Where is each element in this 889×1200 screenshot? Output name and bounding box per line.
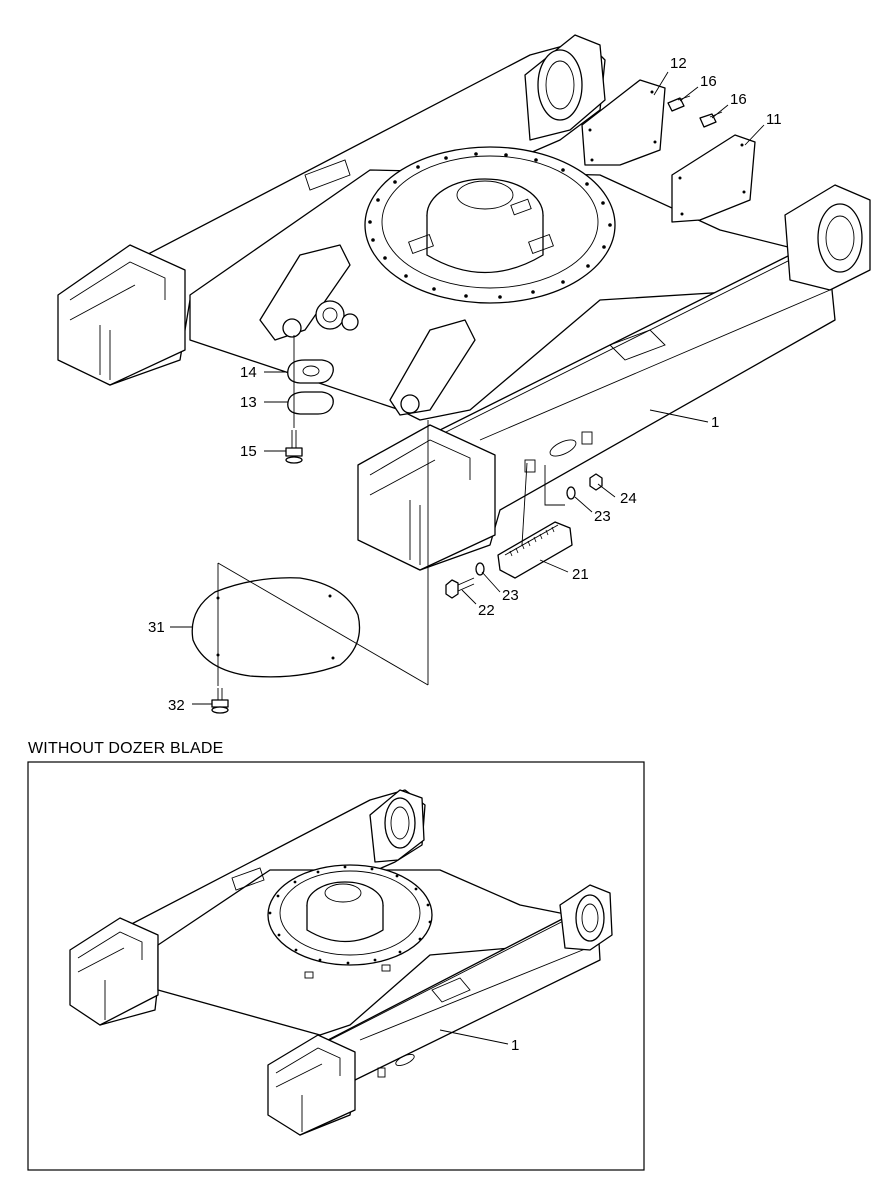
callout-11: 11	[766, 111, 782, 128]
callout-14: 14	[240, 364, 257, 381]
washer-23-rear	[566, 486, 576, 500]
plate-13	[287, 391, 334, 415]
inset-callout-1: 1	[511, 1037, 519, 1054]
right-idler-hole	[817, 203, 863, 273]
bolt-16-lower	[699, 111, 723, 128]
callout-23-front: 23	[502, 587, 519, 604]
left-idler-hole	[537, 49, 583, 121]
callout-21: 21	[572, 566, 589, 583]
callout-23-rear: 23	[594, 508, 611, 525]
callout-31: 31	[148, 619, 165, 636]
bolt-15	[285, 430, 303, 464]
step-21	[497, 521, 573, 579]
callout-labels: 12 16 16 11 14 13 15 1 24 23 21 23 22 31…	[148, 55, 782, 714]
callout-22: 22	[478, 602, 495, 619]
bolt-22	[445, 577, 475, 599]
callout-12: 12	[670, 55, 687, 72]
inset-track-frame	[69, 789, 613, 1136]
callout-1: 1	[711, 414, 719, 431]
callout-32: 32	[168, 697, 185, 714]
under-cover-31	[191, 577, 361, 678]
callout-16-lower: 16	[730, 91, 747, 108]
track-frame-assembly	[57, 34, 871, 571]
callout-15: 15	[240, 443, 257, 460]
bolt-32	[211, 688, 229, 714]
left-rail-front-end	[57, 244, 186, 386]
dozer-bracket-left	[259, 244, 351, 341]
callout-24: 24	[620, 490, 637, 507]
right-rail-front-end	[357, 424, 496, 571]
callout-16-upper: 16	[700, 73, 717, 90]
inset-callout-leader	[439, 1029, 509, 1045]
plate-14	[287, 359, 334, 384]
inset-title: WITHOUT DOZER BLADE	[28, 740, 224, 757]
ring-bolt-holes	[368, 152, 612, 299]
cover-11	[671, 134, 756, 223]
inset-frame	[27, 761, 645, 1171]
callout-13: 13	[240, 394, 257, 411]
cover-12	[581, 79, 666, 166]
bolt-16-upper	[667, 95, 691, 112]
dozer-cylinder-boss	[315, 300, 345, 330]
dozer-bracket-right	[389, 319, 476, 416]
callout-leaders	[170, 71, 765, 705]
nut-24	[589, 473, 603, 491]
